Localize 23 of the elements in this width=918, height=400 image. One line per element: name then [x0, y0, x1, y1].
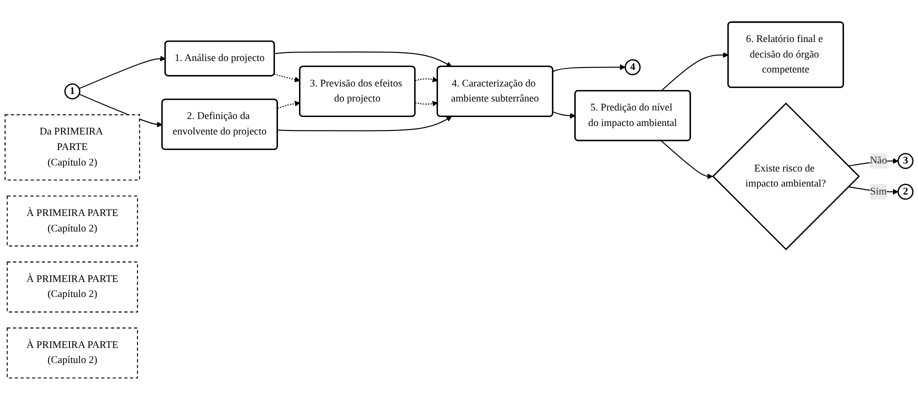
arrow — [78, 94, 163, 128]
arrow — [660, 140, 713, 180]
node-circle: 1 — [64, 83, 80, 100]
arrow — [274, 74, 300, 82]
node-circle: 3 — [898, 153, 914, 170]
node-box: Da PRIMEIRA PARTE (Capítulo 2) — [4, 114, 140, 181]
node-circle: 2 — [898, 184, 914, 200]
node-box: À PRIMEIRA PARTE (Capítulo 2) — [6, 196, 138, 246]
node-circle: 4 — [624, 59, 641, 76]
arrow — [78, 56, 166, 89]
arrow — [274, 52, 452, 67]
arrow — [552, 64, 626, 72]
edge-label: Não — [870, 155, 887, 166]
arrow — [660, 52, 729, 92]
arrow — [414, 76, 438, 82]
edge-label: Sim — [870, 186, 887, 197]
arrow — [277, 100, 300, 109]
node-box: À PRIMEIRA PARTE (Capítulo 2) — [6, 262, 138, 312]
node-diamond: Existe risco de impacto ambiental? — [712, 102, 860, 250]
arrow — [277, 116, 452, 132]
arrow — [414, 100, 438, 106]
arrow — [552, 111, 576, 119]
node-box: À PRIMEIRA PARTE (Capítulo 2) — [6, 328, 138, 378]
